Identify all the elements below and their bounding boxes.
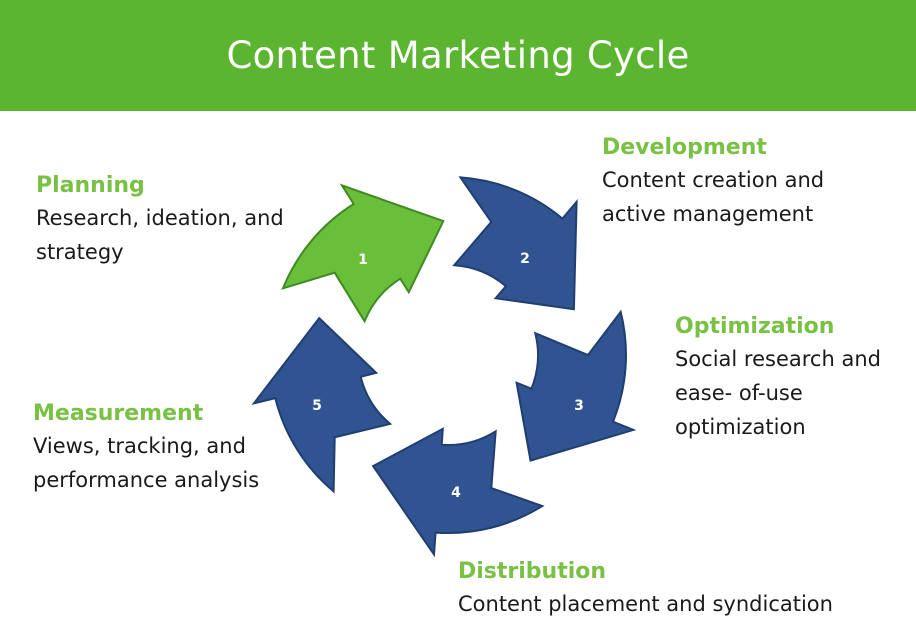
stage-description-line: Research, ideation, and bbox=[36, 206, 284, 230]
stage-measurement: Measurement Views, tracking, and perform… bbox=[33, 399, 259, 497]
stage-title: Measurement bbox=[33, 401, 204, 426]
segment-arrow-2 bbox=[452, 176, 578, 311]
stage-description-line: active management bbox=[602, 202, 814, 226]
segment-arrow-5 bbox=[251, 316, 393, 494]
segment-arrow-3 bbox=[515, 309, 637, 462]
cycle-segment-1: 1 bbox=[281, 183, 445, 324]
diagram-title: Content Marketing Cycle bbox=[226, 34, 690, 77]
stage-optimization: Optimization Social research and ease- o… bbox=[675, 312, 881, 444]
stage-description-line: Views, tracking, and bbox=[33, 434, 246, 458]
stage-description-line: Social research and bbox=[675, 347, 881, 371]
cycle-segment-3: 3 bbox=[515, 309, 637, 462]
segment-number-3: 3 bbox=[574, 398, 584, 414]
stage-description-line: ease- of-use bbox=[675, 381, 803, 405]
title-banner: Content Marketing Cycle bbox=[0, 0, 916, 111]
stage-description-line: optimization bbox=[675, 415, 806, 439]
segment-number-2: 2 bbox=[520, 251, 530, 267]
cycle-segment-5: 5 bbox=[251, 316, 393, 494]
stage-title: Development bbox=[602, 135, 767, 160]
segment-arrow-4 bbox=[371, 427, 545, 558]
stage-description-line: performance analysis bbox=[33, 468, 260, 492]
segment-number-1: 1 bbox=[358, 252, 368, 268]
stage-description-line: Content creation and bbox=[602, 168, 825, 192]
stage-title: Optimization bbox=[675, 314, 835, 339]
cycle-segment-4: 4 bbox=[371, 427, 545, 558]
stage-distribution: Distribution Content placement and syndi… bbox=[458, 557, 833, 621]
stage-planning: Planning Research, ideation, and strateg… bbox=[36, 171, 284, 269]
stage-title: Distribution bbox=[458, 559, 607, 584]
stage-development: Development Content creation and active … bbox=[602, 133, 824, 231]
segment-number-4: 4 bbox=[451, 485, 461, 501]
stage-title: Planning bbox=[36, 173, 145, 198]
stage-description-line: Content placement and syndication bbox=[458, 592, 833, 616]
segment-number-5: 5 bbox=[312, 398, 322, 414]
stage-description-line: strategy bbox=[36, 240, 124, 264]
segment-arrow-1 bbox=[281, 183, 445, 324]
cycle-segment-2: 2 bbox=[452, 176, 578, 311]
